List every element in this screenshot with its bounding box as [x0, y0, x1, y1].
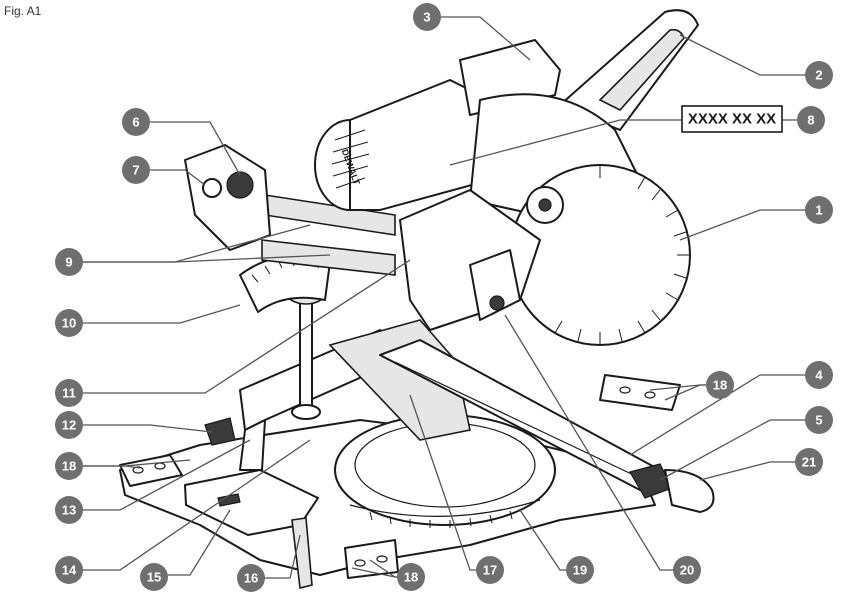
svg-text:18: 18 [404, 570, 418, 585]
callout-8: 8 [797, 106, 825, 134]
rear-handle [664, 469, 715, 513]
callout-15: 15 [140, 563, 168, 591]
callout-18-left: 18 [55, 452, 83, 480]
svg-text:9: 9 [65, 255, 72, 270]
callout-21: 21 [795, 448, 823, 476]
svg-text:2: 2 [815, 68, 822, 83]
figure-label: Fig. A1 [4, 4, 42, 18]
arbor-bolt [538, 198, 552, 212]
callout-13: 13 [55, 496, 83, 524]
svg-text:11: 11 [62, 386, 76, 401]
callout-18-right: 18 [706, 371, 734, 399]
callout-19: 19 [566, 556, 594, 584]
callout-12: 12 [55, 411, 83, 439]
callout-1: 1 [805, 196, 833, 224]
clamp-knob [204, 417, 236, 446]
svg-text:21: 21 [802, 455, 816, 470]
bevel-detent [202, 178, 222, 198]
callout-4: 4 [805, 361, 833, 389]
svg-text:5: 5 [815, 413, 822, 428]
svg-text:6: 6 [132, 115, 139, 130]
callout-9: 9 [55, 248, 83, 276]
callout-17: 17 [476, 556, 504, 584]
svg-text:12: 12 [62, 418, 76, 433]
svg-text:17: 17 [483, 563, 497, 578]
model-code-box: XXXX XX XX [681, 105, 783, 133]
callout-3: 3 [413, 3, 441, 31]
callout-5: 5 [805, 406, 833, 434]
model-code-text: XXXX XX XX [688, 111, 776, 128]
callout-2: 2 [805, 61, 833, 89]
blade-teeth [554, 165, 690, 345]
svg-text:3: 3 [423, 10, 430, 25]
rail-support [184, 144, 271, 251]
callout-7: 7 [122, 156, 150, 184]
svg-text:14: 14 [62, 563, 77, 578]
guard-arm [469, 249, 521, 321]
callout-14: 14 [55, 556, 83, 584]
front-rail-slot [394, 361, 641, 479]
guard-pivot [489, 295, 505, 311]
extension-table-grip [217, 493, 241, 507]
svg-text:7: 7 [132, 163, 139, 178]
svg-text:10: 10 [62, 316, 76, 331]
svg-text:4: 4 [815, 368, 823, 383]
miter-scale [349, 499, 541, 517]
callout-6: 6 [122, 108, 150, 136]
saw-illustration: DEWALT [119, 9, 715, 589]
clamp-post [299, 299, 313, 411]
svg-text:16: 16 [244, 571, 258, 586]
callouts: 1 2 3 4 5 6 7 8 9 10 11 12 13 14 15 [55, 3, 833, 592]
fence-lower [239, 419, 266, 471]
extension-leg [291, 517, 313, 589]
svg-text:15: 15 [147, 570, 161, 585]
motor-vents [331, 129, 370, 189]
svg-text:19: 19 [573, 563, 587, 578]
callout-10: 10 [55, 309, 83, 337]
handle-grip [598, 28, 685, 111]
svg-text:20: 20 [680, 563, 694, 578]
svg-text:18: 18 [713, 378, 727, 393]
miter-scale-ticks [369, 510, 513, 528]
svg-text:13: 13 [62, 503, 76, 518]
clamp-pad [291, 404, 321, 420]
rail-lock-knob [226, 171, 254, 199]
callout-16: 16 [237, 564, 265, 592]
callout-18-bottom: 18 [397, 563, 425, 591]
callout-20: 20 [673, 556, 701, 584]
svg-text:1: 1 [815, 203, 822, 218]
svg-text:8: 8 [807, 113, 814, 128]
svg-text:18: 18 [62, 459, 76, 474]
callout-11: 11 [55, 379, 83, 407]
slide-rail-lower [261, 239, 396, 276]
